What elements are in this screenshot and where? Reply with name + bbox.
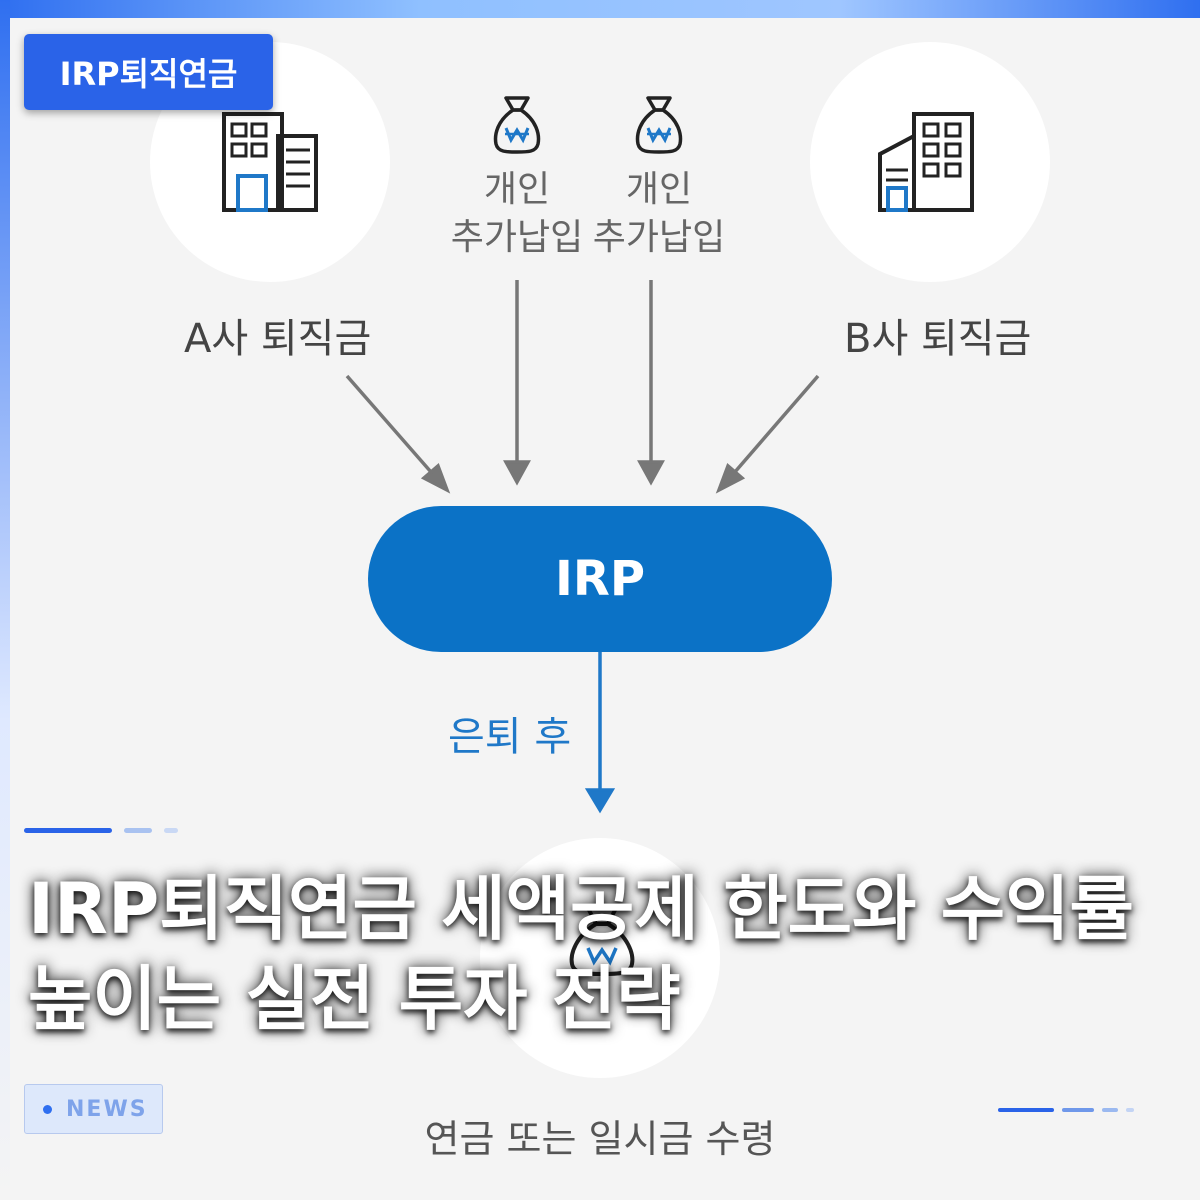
- left-gradient-bar: [0, 0, 10, 1200]
- decor-dash: [24, 828, 112, 833]
- company-b-circle: [810, 42, 1050, 282]
- news-dot-icon: [43, 1104, 52, 1114]
- building-b-icon: [878, 112, 974, 212]
- category-badge[interactable]: IRP퇴직연금: [24, 34, 273, 110]
- decor-dash: [998, 1108, 1054, 1112]
- personal-contribution-label: 개인 추가납입: [592, 169, 726, 258]
- irp-node: IRP: [368, 506, 832, 652]
- irp-label: IRP: [555, 551, 645, 607]
- headline: IRP퇴직연금 세액공제 한도와 수익률 높이는 실전 투자 전략: [28, 864, 1178, 1044]
- money-bag-icon: [493, 96, 541, 154]
- receive-circle: [480, 838, 720, 1078]
- headline-line-2: 높이는 실전 투자 전략: [28, 958, 681, 1040]
- arrow-company-a: [345, 374, 440, 482]
- news-tag[interactable]: NEWS: [24, 1084, 163, 1134]
- money-bag-icon: [569, 906, 635, 976]
- decor-dash: [124, 828, 152, 833]
- news-tag-label: NEWS: [66, 1096, 148, 1122]
- receive-label: 연금 또는 일시금 수령: [424, 1117, 776, 1161]
- category-badge-label: IRP퇴직연금: [59, 55, 238, 93]
- building-a-icon: [222, 112, 318, 212]
- company-a-label: A사 퇴직금: [184, 316, 372, 362]
- personal-contribution-label: 개인 추가납입: [450, 169, 584, 258]
- money-bag-icon: [635, 96, 683, 154]
- retire-label: 은퇴 후: [448, 714, 572, 760]
- decor-dash: [1062, 1108, 1094, 1112]
- top-gradient-bar: [0, 0, 1200, 18]
- decor-dash: [1102, 1108, 1118, 1112]
- decor-dash: [1126, 1108, 1134, 1112]
- headline-line-1: IRP퇴직연금 세액공제 한도와 수익률: [28, 868, 1134, 950]
- arrow-company-b: [726, 374, 820, 482]
- company-b-label: B사 퇴직금: [844, 316, 1032, 362]
- decor-dash: [164, 828, 178, 833]
